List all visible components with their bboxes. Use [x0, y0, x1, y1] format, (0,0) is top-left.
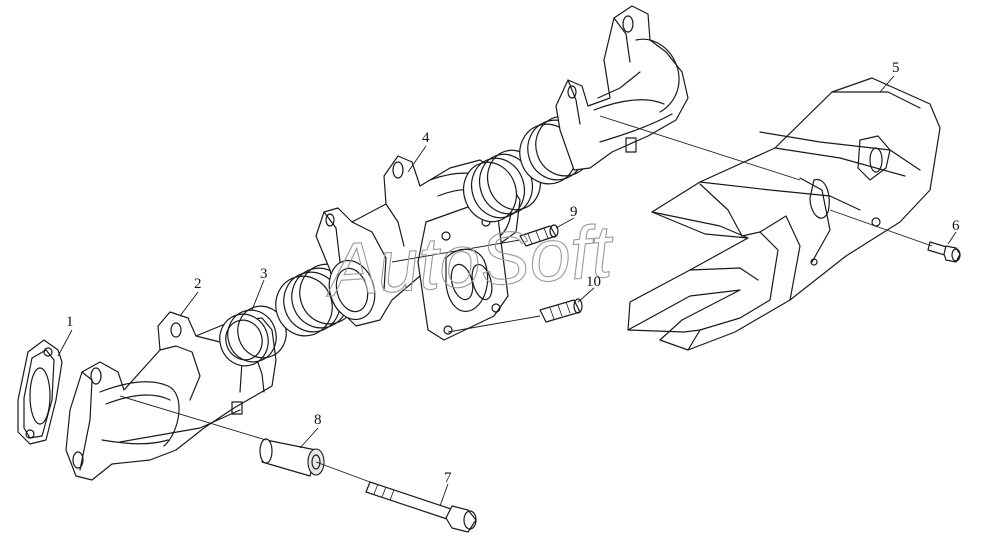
seal-rings-front [219, 263, 357, 367]
callout-9: 9 [570, 204, 578, 220]
flange-gasket [17, 339, 63, 445]
callout-5: 5 [892, 60, 900, 76]
callout-1: 1 [66, 314, 74, 330]
callout-2: 2 [194, 276, 202, 292]
assembly-lines [119, 115, 933, 483]
stud-9 [519, 224, 559, 247]
callout-10: 10 [586, 274, 601, 290]
stud-10 [539, 298, 583, 323]
rear-manifold [555, 5, 689, 171]
heat-shield [627, 77, 941, 351]
front-manifold [65, 311, 277, 481]
callout-7: 7 [444, 470, 452, 486]
long-bolt [365, 481, 477, 533]
seal-rings-rear [462, 115, 593, 223]
callout-8: 8 [314, 412, 322, 428]
small-bolt [927, 241, 961, 263]
callout-6: 6 [952, 218, 960, 234]
callout-leaders [57, 75, 957, 507]
callout-labels: 1 2 3 4 5 6 7 8 9 10 [66, 60, 960, 486]
spacer-sleeve [259, 438, 325, 477]
callout-4: 4 [422, 130, 430, 146]
callout-3: 3 [260, 266, 268, 282]
